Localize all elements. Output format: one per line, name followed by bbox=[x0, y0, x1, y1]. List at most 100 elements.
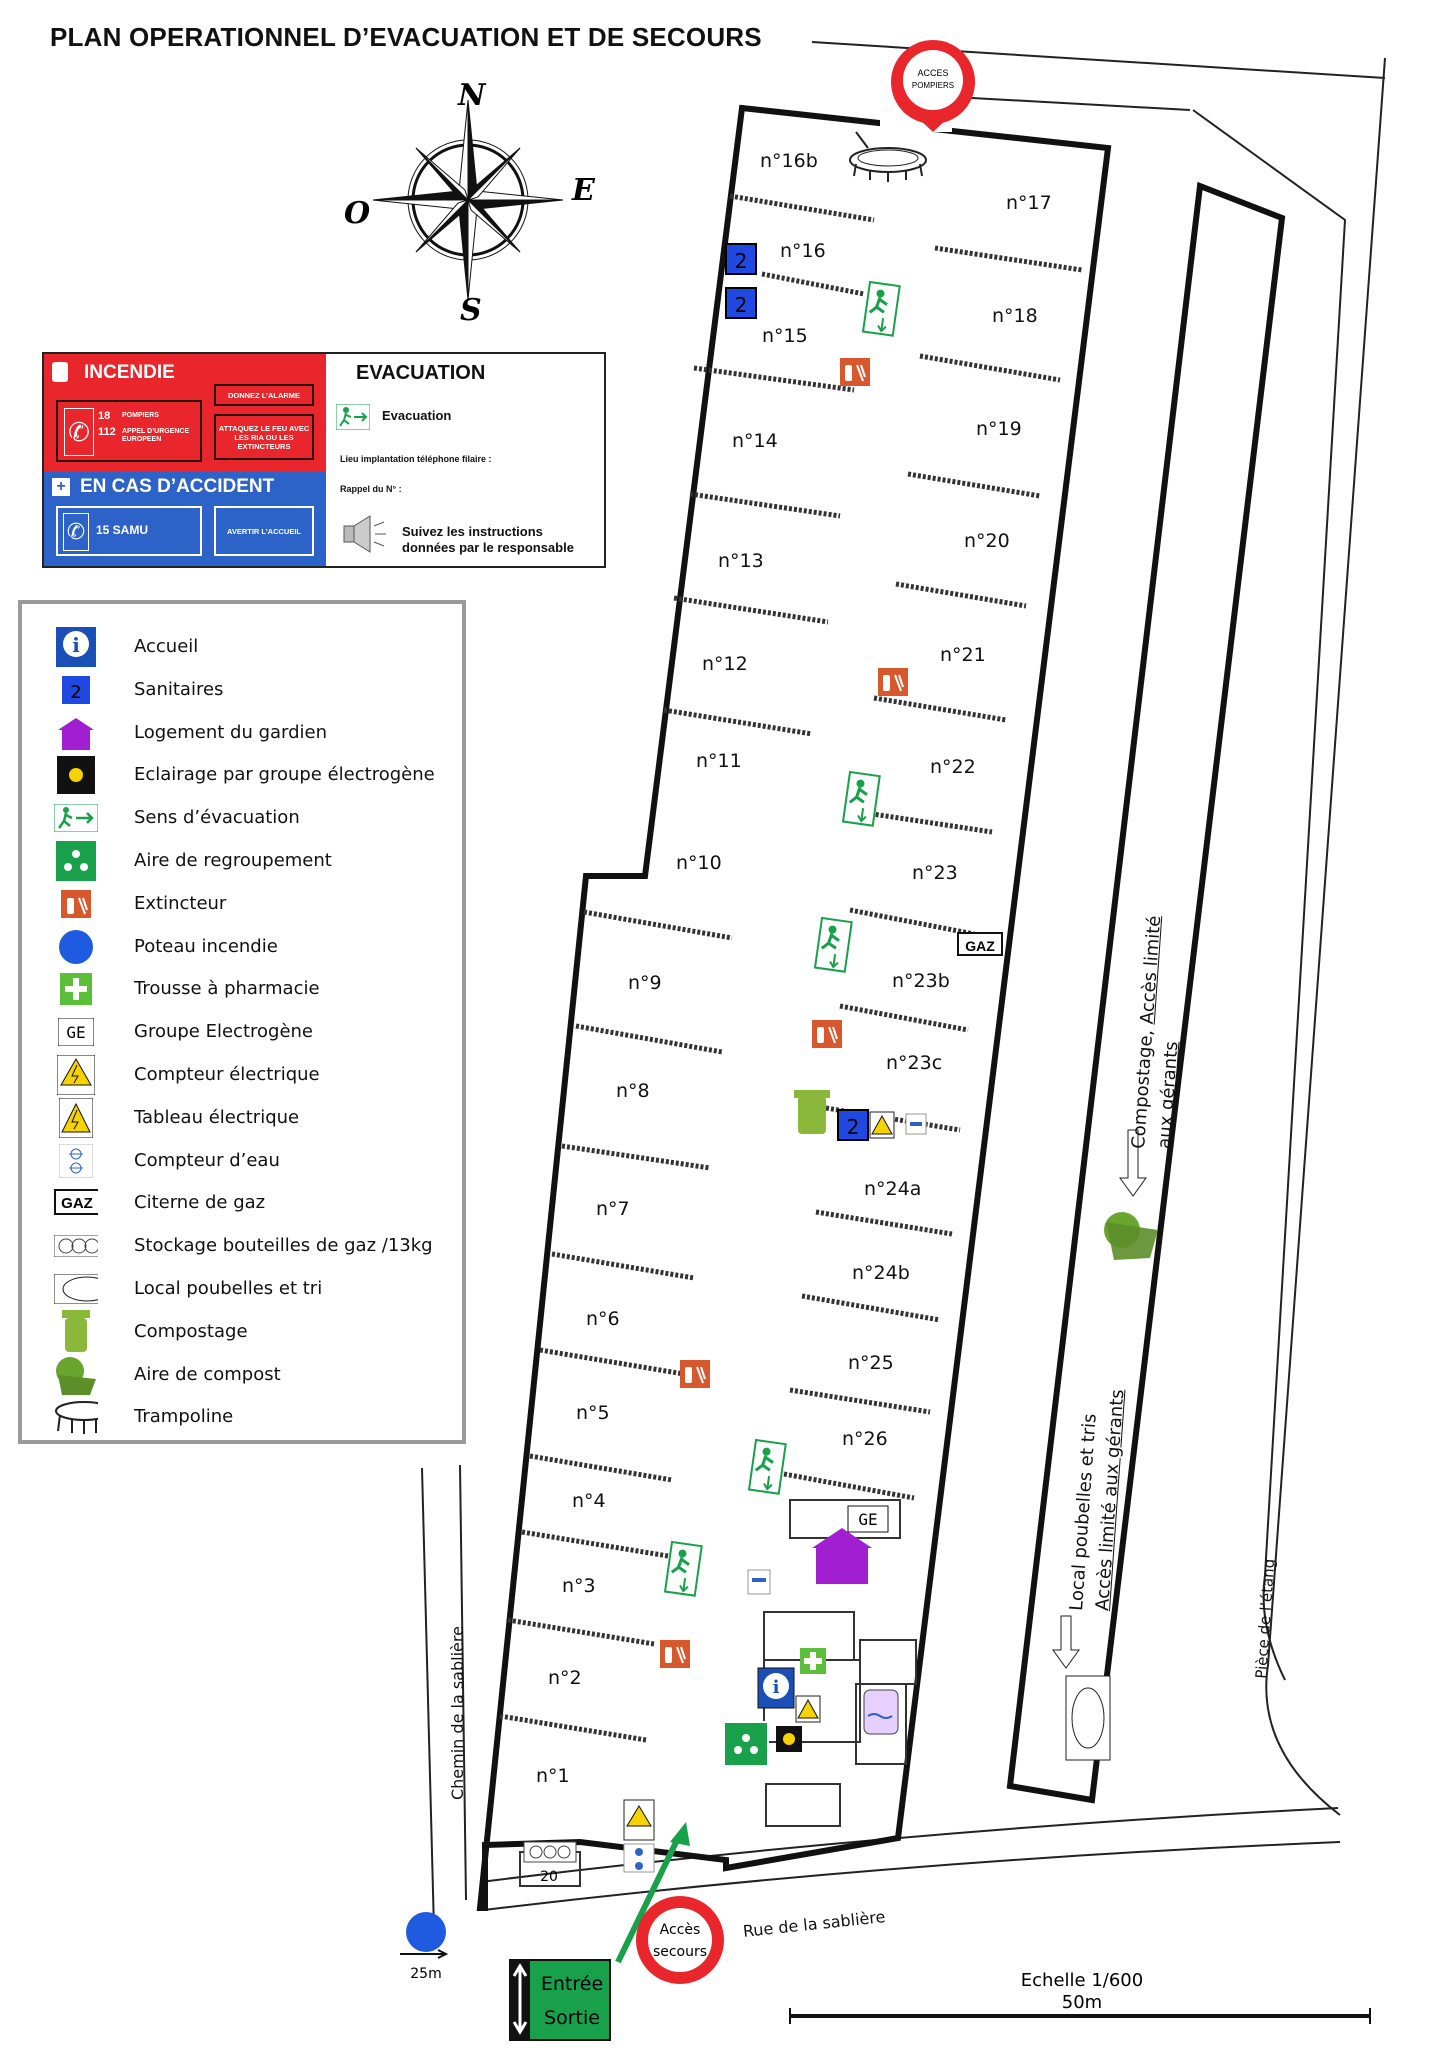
down-arrow-icon bbox=[1052, 1129, 1147, 1669]
local-poubelles-icon bbox=[1065, 1675, 1111, 1761]
tableau-electrique-icon bbox=[54, 1097, 98, 1138]
sanitaire-number: 2 bbox=[735, 249, 748, 273]
hedge-line bbox=[849, 907, 975, 937]
plot-label: n°10 bbox=[676, 852, 722, 874]
plot-label: n°2 bbox=[548, 1667, 582, 1689]
trampoline-icon bbox=[54, 1400, 98, 1435]
chemin-label: Chemin de la sablière bbox=[448, 1626, 467, 1800]
plot-label: n°6 bbox=[586, 1308, 620, 1330]
sanitaire-number: 2 bbox=[735, 293, 748, 317]
hydrant-distance: 25m bbox=[410, 1966, 441, 1982]
bouteilles-count: 20 bbox=[540, 1869, 558, 1885]
acces-secours-text-1: Accès bbox=[660, 1922, 701, 1938]
plot-label: n°8 bbox=[616, 1080, 650, 1102]
logement-gardien-icon bbox=[54, 715, 98, 750]
plot-label: n°7 bbox=[596, 1198, 630, 1220]
plot-label: n°20 bbox=[964, 530, 1010, 552]
extincteur-icon bbox=[54, 887, 98, 921]
hedge-line bbox=[801, 1293, 941, 1323]
acces-secours-marker: Accès secours bbox=[636, 1896, 724, 1984]
alarme-box: DONNEZ L’ALARME bbox=[214, 384, 314, 406]
legend-item: Tableau électrique bbox=[22, 1097, 462, 1139]
groupe-electrogene-icon: GE bbox=[847, 1505, 889, 1533]
svg-text:GE: GE bbox=[66, 1023, 85, 1042]
plot-label: n°17 bbox=[1006, 192, 1052, 214]
local-poubelles-icon bbox=[54, 1272, 98, 1306]
instructions-2: données par le responsable bbox=[402, 540, 574, 555]
compass-north: N bbox=[457, 78, 487, 113]
hedge-line bbox=[839, 1003, 969, 1033]
bouteilles-gaz-icon bbox=[54, 1229, 98, 1263]
evacuation-arrow-icon bbox=[336, 404, 370, 430]
eclairage-icon bbox=[776, 1726, 802, 1752]
acces-pompiers-marker: ACCES POMPIERS bbox=[891, 40, 975, 132]
piscine-icon bbox=[863, 1689, 899, 1735]
legend-label: Stockage bouteilles de gaz /13kg bbox=[134, 1235, 433, 1257]
plot-label: n°4 bbox=[572, 1490, 606, 1512]
evacuation-sign-icon bbox=[747, 1438, 787, 1495]
instructions-1: Suivez les instructions bbox=[402, 524, 543, 539]
legend-item: Extincteur bbox=[22, 883, 462, 925]
entree-sortie-box: Entrée Sortie bbox=[509, 1959, 611, 2041]
hedge-line bbox=[693, 365, 855, 393]
trampoline-icon bbox=[849, 131, 927, 182]
accident-section: + EN CAS D’ACCIDENT ✆ 15 SAMU AVERTIR L’… bbox=[44, 472, 326, 566]
legend-label: Groupe Electrogène bbox=[134, 1021, 313, 1043]
evacuation-sign-icon bbox=[861, 280, 901, 337]
pompiers-label: POMPIERS bbox=[122, 412, 159, 419]
plot-label: n°23b bbox=[892, 970, 950, 992]
evacuation-label: Evacuation bbox=[382, 408, 452, 423]
compostage-icon bbox=[54, 1309, 98, 1352]
legend-label: Trousse à pharmacie bbox=[134, 978, 320, 1000]
hedge-line bbox=[689, 491, 841, 519]
entree-arrow-icon bbox=[615, 1822, 690, 1964]
hedge-line bbox=[673, 595, 829, 625]
aire-compost-icon bbox=[1104, 1212, 1158, 1260]
phone-icon: ✆ bbox=[63, 513, 89, 551]
legend-item: Local poubelles et tri bbox=[22, 1268, 462, 1310]
hedge-line bbox=[895, 581, 1027, 609]
aire-regroupement-icon bbox=[723, 1721, 769, 1767]
legend-item: Compostage bbox=[22, 1309, 462, 1353]
hedge-line bbox=[729, 193, 875, 223]
tableau-electrique-icon bbox=[623, 1111, 895, 1841]
hedge-line bbox=[539, 1347, 685, 1377]
legend-item: Compteur d’eau bbox=[22, 1140, 462, 1182]
citerne-gaz-icon: GAZ bbox=[54, 1186, 98, 1220]
plot-label: n°24a bbox=[864, 1178, 922, 1200]
trousse-pharmacie-icon bbox=[54, 972, 98, 1006]
legend-label: Trampoline bbox=[134, 1406, 234, 1428]
compteur-eau-icon bbox=[54, 1143, 98, 1178]
legend-item: GE Groupe Electrogène bbox=[22, 1011, 462, 1053]
legend-label: Compteur électrique bbox=[134, 1064, 320, 1085]
samu-box: ✆ 15 SAMU bbox=[56, 506, 202, 556]
plot-label: n°23 bbox=[912, 862, 958, 884]
extincteur-icon bbox=[660, 1640, 690, 1668]
scale-distance: 50m bbox=[1062, 1992, 1102, 2013]
pompiers-box: ✆ 18 POMPIERS 112 APPEL D’URGENCE EUROPE… bbox=[56, 400, 202, 462]
cross-icon: + bbox=[52, 478, 70, 496]
compteur-electrique-icon bbox=[54, 1055, 98, 1095]
svg-text:2: 2 bbox=[70, 682, 81, 703]
scale-label: Echelle 1/600 bbox=[1021, 1970, 1143, 1991]
svg-text:i: i bbox=[773, 1677, 780, 1698]
aire-regroupement-icon bbox=[54, 841, 98, 881]
legend-item: Eclairage par groupe électrogène bbox=[22, 754, 462, 796]
plot-label: n°25 bbox=[848, 1352, 894, 1374]
telephone-label: Lieu implantation téléphone filaire : bbox=[340, 454, 492, 464]
legend-item: Aire de compost bbox=[22, 1354, 462, 1396]
evacuation-title: EVACUATION bbox=[356, 362, 486, 384]
legend-item: Stockage bouteilles de gaz /13kg bbox=[22, 1225, 462, 1267]
sortie-label: Sortie bbox=[544, 2007, 600, 2029]
svg-text:i: i bbox=[72, 633, 80, 657]
legend-item: Sens d’évacuation bbox=[22, 797, 462, 839]
sanitaires-icon: 2 2 2 bbox=[725, 243, 869, 1141]
plot-label: n°3 bbox=[562, 1575, 596, 1597]
emergency-panel: INCENDIE ✆ 18 POMPIERS 112 APPEL D’URGEN… bbox=[42, 352, 606, 568]
plot-label: n°5 bbox=[576, 1402, 610, 1424]
citerne-gaz-icon: GAZ bbox=[957, 932, 1003, 956]
urgence-label: APPEL D’URGENCE EUROPEEN bbox=[122, 428, 190, 443]
legend-label: Eclairage par groupe électrogène bbox=[134, 764, 435, 786]
hedge-line bbox=[761, 271, 865, 297]
